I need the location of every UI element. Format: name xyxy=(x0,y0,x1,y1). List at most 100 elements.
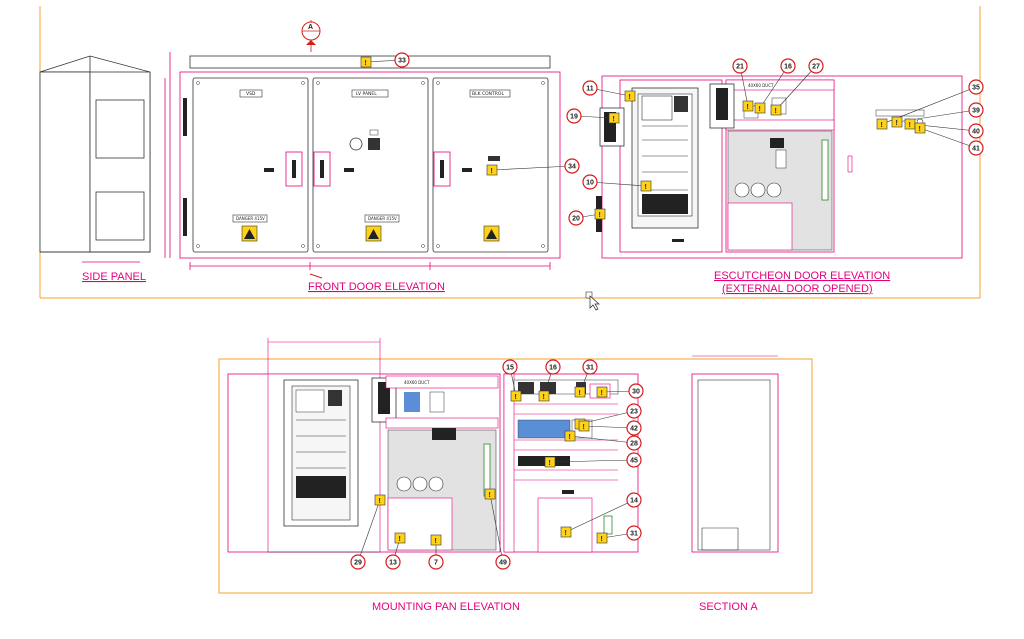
front-door-caption: FRONT DOOR ELEVATION xyxy=(308,281,445,293)
callout-bubble xyxy=(626,452,642,468)
callout-bubble xyxy=(394,52,410,68)
callout-number: 14 xyxy=(630,498,638,505)
callout-42: ! 42 xyxy=(578,420,642,436)
item-tag-icon xyxy=(596,386,608,398)
item-tag-mark: ! xyxy=(565,530,567,537)
callout-7: !7 xyxy=(428,534,444,570)
callout-35: ! 35 xyxy=(876,79,984,130)
item-tag-mark: ! xyxy=(629,94,631,101)
callout-bubble xyxy=(968,140,984,156)
item-tag-icon xyxy=(564,430,576,442)
callout-31: ! 31 xyxy=(596,525,642,544)
callout-29: !29 xyxy=(350,494,386,570)
item-tag-mark: ! xyxy=(645,184,647,191)
item-tag-icon xyxy=(484,488,496,500)
callout-number: 15 xyxy=(506,365,514,372)
item-tag-mark: ! xyxy=(399,536,401,543)
warning-signs xyxy=(241,225,500,242)
callout-45: !45 xyxy=(544,452,642,468)
callout-number: 20 xyxy=(572,216,580,223)
item-tag-mark: ! xyxy=(881,122,883,129)
callout-33: !33 xyxy=(360,52,410,68)
callout-10: ! 10 xyxy=(582,174,652,192)
item-tag-mark: ! xyxy=(775,108,777,115)
callout-bubble xyxy=(428,554,444,570)
callout-number: 31 xyxy=(630,531,638,538)
item-tag-icon xyxy=(544,456,556,468)
callout-leader-line xyxy=(489,493,504,563)
item-tag-icon xyxy=(594,208,606,220)
callout-leader-line xyxy=(569,435,635,444)
callout-number: 13 xyxy=(389,560,397,567)
item-tag-icon xyxy=(770,104,782,116)
item-tag-icon xyxy=(374,494,386,506)
item-tag-mark: ! xyxy=(569,434,571,441)
section-marker: A xyxy=(301,20,321,52)
item-tag-icon xyxy=(360,56,372,68)
callout-34: !34 xyxy=(486,158,580,176)
item-tag-mark: ! xyxy=(601,536,603,543)
callout-number: 16 xyxy=(784,64,792,71)
item-tag-mark: ! xyxy=(909,122,911,129)
item-tag-mark: ! xyxy=(583,424,585,431)
callout-bubble xyxy=(626,435,642,451)
item-tag-mark: ! xyxy=(599,212,601,219)
callout-bubble xyxy=(626,525,642,541)
callout-leader-line xyxy=(583,425,635,429)
front-door-view: VSD LV PANEL BLK CONTROL DANGER 415V DAN… xyxy=(164,52,561,270)
callout-21: !21 xyxy=(732,58,754,112)
escutcheon-view: 40X60 DUCT xyxy=(596,75,963,259)
callout-number: 45 xyxy=(630,458,638,465)
callout-31: ! 31 xyxy=(574,359,598,398)
callout-number: 27 xyxy=(812,64,820,71)
item-tag-icon xyxy=(560,526,572,538)
callout-number: 19 xyxy=(570,114,578,121)
item-tag-icon xyxy=(624,90,636,102)
callout-leader-line xyxy=(589,181,647,187)
callout-bubble xyxy=(564,158,580,174)
callout-19: !19 xyxy=(566,108,620,124)
door-label-lv-panel: LV PANEL xyxy=(356,91,377,97)
item-tag-icon xyxy=(891,116,903,128)
callout-number: 42 xyxy=(630,426,638,433)
callout-number: 30 xyxy=(632,389,640,396)
item-tag-mark: ! xyxy=(491,168,493,175)
callout-leader-line xyxy=(357,499,381,563)
callout-number: 16 xyxy=(549,365,557,372)
item-tag-mark: ! xyxy=(579,390,581,397)
callout-number: 35 xyxy=(972,85,980,92)
item-tag-mark: ! xyxy=(601,390,603,397)
callout-number: 10 xyxy=(586,180,594,187)
item-tag-icon xyxy=(608,112,620,124)
callout-bubble xyxy=(628,383,644,399)
callout-number: 41 xyxy=(972,146,980,153)
item-tag-icon xyxy=(510,390,522,402)
callout-bubble xyxy=(968,123,984,139)
callout-16: !16 xyxy=(538,359,561,402)
callout-number: 28 xyxy=(630,441,638,448)
callout-30: ! 30 xyxy=(596,383,644,399)
mounting-pan-caption: MOUNTING PAN ELEVATION xyxy=(372,601,520,613)
callout-number: 7 xyxy=(434,560,438,567)
callout-number: 31 xyxy=(586,365,594,372)
callout-16: ! 16 xyxy=(754,58,796,114)
item-tag-icon xyxy=(596,532,608,544)
callout-number: 39 xyxy=(972,108,980,115)
item-tag-mark: ! xyxy=(759,106,761,113)
callout-bubble xyxy=(350,554,366,570)
callout-15: ! 15 xyxy=(502,359,522,402)
callout-bubble xyxy=(582,359,598,375)
item-tag-icon xyxy=(876,118,888,130)
item-tag-mark: ! xyxy=(489,492,491,499)
callout-28: ! 28 xyxy=(564,430,642,451)
item-tag-mark: ! xyxy=(919,126,921,133)
section-a-caption: SECTION A xyxy=(699,601,758,613)
callout-leader-line xyxy=(919,127,977,149)
callout-leader-line xyxy=(549,459,635,463)
door-vsd xyxy=(192,77,309,253)
callout-bubble xyxy=(495,554,511,570)
callout-bubble xyxy=(968,79,984,95)
callout-13: ! 13 xyxy=(385,532,406,570)
item-tag-mark: ! xyxy=(515,394,517,401)
